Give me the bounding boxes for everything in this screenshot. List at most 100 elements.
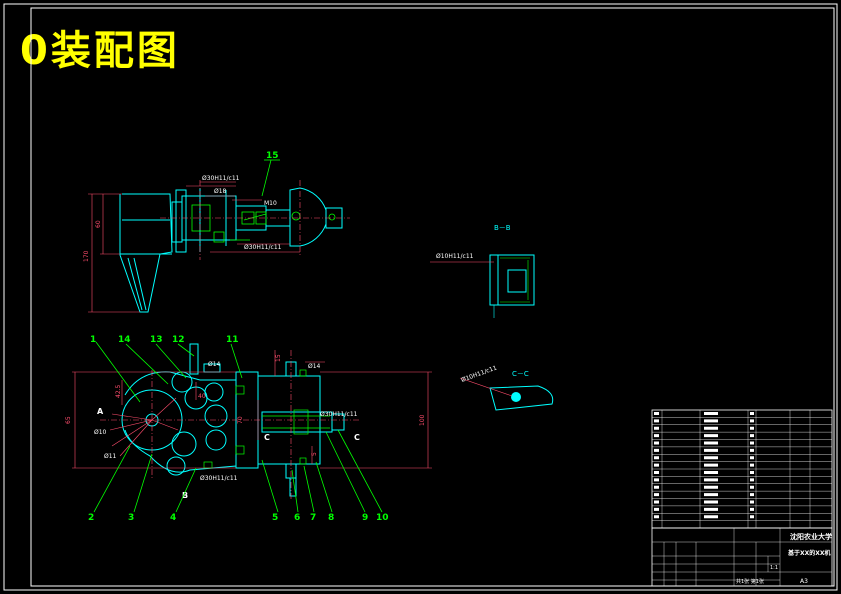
front-view-hatch xyxy=(203,369,330,469)
drawing-frame xyxy=(3,3,838,591)
callout-3: 3 xyxy=(128,513,134,523)
fit-front-1: Ø14 xyxy=(208,361,221,368)
parts-cell-mark xyxy=(750,478,754,482)
parts-cell-mark xyxy=(750,515,754,519)
callout-11: 11 xyxy=(226,335,239,345)
view-marker-c2: C xyxy=(354,433,360,442)
callout-5: 5 xyxy=(272,513,278,523)
parts-cell-mark xyxy=(704,507,718,511)
front-view-leaders xyxy=(93,341,383,513)
parts-cell-mark xyxy=(704,500,718,504)
fit-front-2: Ø30H11/c11 xyxy=(200,475,238,482)
callout-10: 10 xyxy=(376,513,389,523)
parts-cell-mark xyxy=(750,456,754,460)
rotor-radials xyxy=(109,397,179,457)
view-marker-b: B xyxy=(182,491,188,500)
dim-front-height-1: 65 xyxy=(65,416,72,424)
callout-6: 6 xyxy=(294,513,300,523)
parts-cell-mark xyxy=(704,419,718,423)
parts-cell-mark xyxy=(654,441,659,445)
section-cc-label: C－C xyxy=(512,370,529,378)
dim-front-small-5: 5 xyxy=(311,452,318,456)
parts-cell-mark xyxy=(654,426,659,430)
dim-top-height-2: 170 xyxy=(83,250,90,262)
front-view: 65 100 42.5 40 70 15 5 Ø14 Ø30H11/c11 Ø1… xyxy=(65,335,432,523)
parts-cell-mark xyxy=(704,448,718,452)
title-block-school: 沈阳农业大学 xyxy=(790,532,832,541)
dim-front-small-2: 40 xyxy=(198,393,206,400)
fit-front-dim-b: Ø11 xyxy=(104,453,117,460)
parts-list xyxy=(651,409,833,529)
parts-cell-mark xyxy=(704,471,718,474)
callout-8: 8 xyxy=(328,513,334,523)
title-block-sheet-info: 共1张 第1张 xyxy=(736,578,764,585)
parts-cell-mark xyxy=(704,493,718,497)
parts-cell-mark xyxy=(654,448,659,452)
parts-cell-mark xyxy=(704,441,718,445)
view-marker-c1: C xyxy=(264,433,270,442)
callout-12: 12 xyxy=(172,335,185,345)
section-bb: B－B Ø10H11/c11 xyxy=(430,224,535,318)
parts-cell-mark xyxy=(654,478,659,482)
fit-bb: Ø10H11/c11 xyxy=(436,253,474,260)
callout-1: 1 xyxy=(90,335,96,345)
top-view-centerlines xyxy=(160,180,350,260)
front-view-fit-text: Ø14 Ø30H11/c11 Ø14 Ø30H11/c11 Ø10 Ø11 xyxy=(94,361,358,482)
title-block-format: A3 xyxy=(800,578,808,585)
callout-2: 2 xyxy=(88,513,94,523)
fit-front-4: Ø30H11/c11 xyxy=(320,411,358,418)
parts-cell-mark xyxy=(654,485,659,489)
callout-15-label: 15 xyxy=(266,151,279,161)
parts-cell-mark xyxy=(654,434,659,438)
top-view: 170 60 Ø30H11/c11 Ø18 M10 Ø30H11/c11 15 xyxy=(83,151,350,313)
parts-cell-mark xyxy=(654,515,659,519)
parts-cell-mark xyxy=(704,478,718,482)
parts-cell-mark xyxy=(750,485,754,489)
top-view-dimensions xyxy=(88,181,300,313)
parts-cell-mark xyxy=(750,493,754,497)
parts-cell-mark xyxy=(704,463,718,467)
title-block-drawing-name: 基于XX的XX机 xyxy=(787,549,831,557)
parts-cell-mark xyxy=(750,412,754,415)
view-marker-a: A xyxy=(97,407,104,416)
callout-4: 4 xyxy=(170,513,176,523)
parts-cell-mark xyxy=(750,463,754,467)
parts-cell-mark xyxy=(750,500,754,504)
parts-cell-mark xyxy=(750,471,754,474)
front-view-dim-text: 65 100 42.5 40 70 15 5 xyxy=(65,354,426,456)
title-block-scale: 1:1 xyxy=(770,565,778,571)
hopper-outline xyxy=(119,193,173,313)
dim-front-height-2: 100 xyxy=(419,414,426,426)
callout-14: 14 xyxy=(118,335,131,345)
fit-top-2: Ø18 xyxy=(214,188,227,195)
dim-front-small-4: 15 xyxy=(275,354,282,362)
top-view-dim-text: 170 60 xyxy=(83,220,102,262)
parts-cell-mark xyxy=(704,456,718,460)
dim-top-height-1: 60 xyxy=(95,220,102,228)
parts-cell-mark xyxy=(704,485,718,489)
parts-cell-mark xyxy=(750,434,754,438)
fit-front-dim-a: Ø10 xyxy=(94,429,107,436)
parts-cell-mark xyxy=(654,456,659,460)
parts-cell-mark xyxy=(704,426,718,430)
parts-cell-mark xyxy=(704,412,718,415)
fit-top-1: Ø30H11/c11 xyxy=(202,175,240,182)
callout-9: 9 xyxy=(362,513,368,523)
front-view-dimensions xyxy=(72,350,432,469)
parts-cell-mark xyxy=(654,507,659,511)
top-view-fit-text: Ø30H11/c11 Ø18 M10 Ø30H11/c11 xyxy=(202,175,282,251)
parts-cell-mark xyxy=(654,500,659,504)
parts-cell-mark xyxy=(750,507,754,511)
view-markers: A B C C xyxy=(97,407,360,500)
front-view-callouts: 1 14 13 12 11 2 3 4 5 6 7 8 9 10 xyxy=(88,335,389,523)
callout-7: 7 xyxy=(310,513,316,523)
section-cc: C－C Ø10H11/c11 xyxy=(459,364,554,411)
fit-top-3: Ø30H11/c11 xyxy=(244,244,282,251)
fit-top-thread: M10 xyxy=(264,200,277,207)
fit-front-3: Ø14 xyxy=(308,363,321,370)
callout-15: 15 xyxy=(261,151,280,197)
callout-13: 13 xyxy=(150,335,163,345)
fit-cc: Ø10H11/c11 xyxy=(460,364,498,383)
shaft-body xyxy=(171,187,343,253)
